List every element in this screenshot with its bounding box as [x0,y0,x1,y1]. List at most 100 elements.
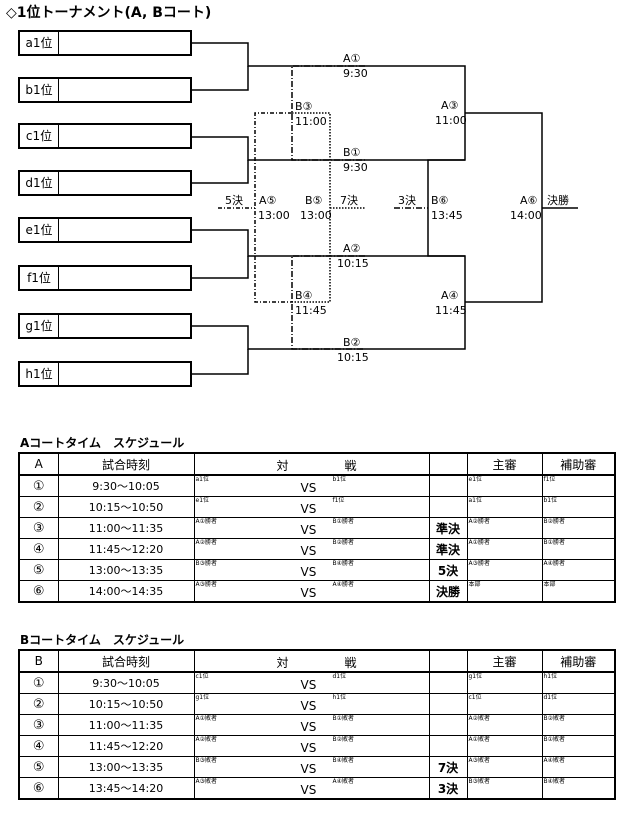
col-match-b: 戦 [344,656,357,670]
bracket-line-c-d [192,136,365,161]
match-time-a2: 10:15 [337,257,369,270]
round-label [428,671,468,694]
match-label-a4: A④ [441,289,459,302]
bracket-line-semi-a3 [365,65,466,161]
match-number: ② [18,693,59,715]
round-label: 3決 [428,777,468,800]
round-label-final: 決勝 [547,194,569,207]
schedule-title-b: Bコートタイム スケジュール [20,633,185,647]
match-number: ⑥ [18,580,59,603]
team-a: g1位 [195,694,210,702]
bracket-line-b6 [427,159,465,257]
team-b: h1位 [332,694,347,702]
team-a: A③勝者 [195,581,217,588]
bracket-line-semi-a4 [365,255,466,350]
match-number: ① [18,671,59,694]
bracket-line-a1 [192,42,365,67]
team-box-b1: b1位 [18,77,192,103]
assistant-referee: 本部 [543,581,556,588]
assistant-referee: B①敗者 [543,736,566,744]
round-label [428,735,468,757]
col-round [428,649,468,673]
team-box-f1: f1位 [18,265,192,291]
bracket-line-h [192,349,249,375]
match-time-b2: 10:15 [337,351,369,364]
col-ref: 主審 [466,649,543,673]
vs-label: VS [300,586,317,600]
vs-label: VS [300,481,317,495]
referee-cell: a1位 [466,496,543,518]
schedule-title-a: Aコートタイム スケジュール [20,436,185,450]
team-b: B①敗者 [332,715,355,723]
team-b: B②勝者 [332,539,355,547]
vs-label: VS [300,544,317,558]
col-round [428,452,468,476]
referee: e1位 [468,476,483,483]
assistant-cell: B④敗者 [541,777,616,800]
assistant-referee: B①勝者 [543,539,566,547]
match-time: 9:30〜10:05 [57,474,195,497]
team-a: c1位 [195,673,209,680]
col-match: 対戦 [193,452,430,476]
vs-label: VS [300,783,317,797]
assistant-cell: B②敗者 [541,714,616,736]
col-ref: 主審 [466,452,543,476]
vs-label: VS [300,502,317,516]
team-label: h1位 [20,363,59,385]
match-time: 9:30〜10:05 [57,671,195,694]
referee-cell: A①敗者 [466,735,543,757]
match-number: ④ [18,735,59,757]
round-label [428,474,468,497]
assistant-referee: b1位 [543,497,558,505]
tournament-bracket [192,42,578,375]
team-a: B③勝者 [195,560,218,568]
vs-label: VS [300,565,317,579]
match-label-b5: B⑤ [305,194,323,207]
match-label-a5: A⑤ [259,194,277,207]
round-label-5th: 5決 [225,194,243,207]
bracket-line-b3 [291,65,365,161]
referee: A③勝者 [468,560,490,568]
team-box-d1: d1位 [18,170,192,196]
col-assist: 補助審 [541,649,616,673]
bracket-line-d [192,160,249,184]
team-label: a1位 [20,32,59,54]
assistant-referee: A④敗者 [543,757,565,765]
vs-label: VS [300,762,317,776]
team-b: B①勝者 [332,518,355,526]
match-label-a2: A② [343,242,361,255]
col-time: 試合時刻 [57,649,195,673]
assistant-cell: B②勝者 [541,517,616,539]
team-a: e1位 [195,497,210,505]
bracket-line-e-f [192,229,365,257]
bracket-line-b5 [292,112,331,303]
round-label: 準決 [428,538,468,560]
col-assist: 補助審 [541,452,616,476]
referee: a1位 [468,497,483,505]
col-match-b: 戦 [344,459,357,473]
match-number: ③ [18,517,59,539]
match-time: 11:00〜11:35 [57,714,195,736]
match-time: 10:15〜10:50 [57,693,195,715]
assistant-cell: d1位 [541,693,616,715]
team-box-g1: g1位 [18,313,192,339]
round-label: 5決 [428,559,468,581]
round-label [428,714,468,736]
team-box-a1: a1位 [18,30,192,56]
referee: A③敗者 [468,757,490,765]
match-label-a3: A③ [441,99,459,112]
round-label: 決勝 [428,580,468,603]
referee-cell: A②敗者 [466,714,543,736]
team-a: A②勝者 [195,539,217,547]
bracket-line-final [465,112,543,303]
